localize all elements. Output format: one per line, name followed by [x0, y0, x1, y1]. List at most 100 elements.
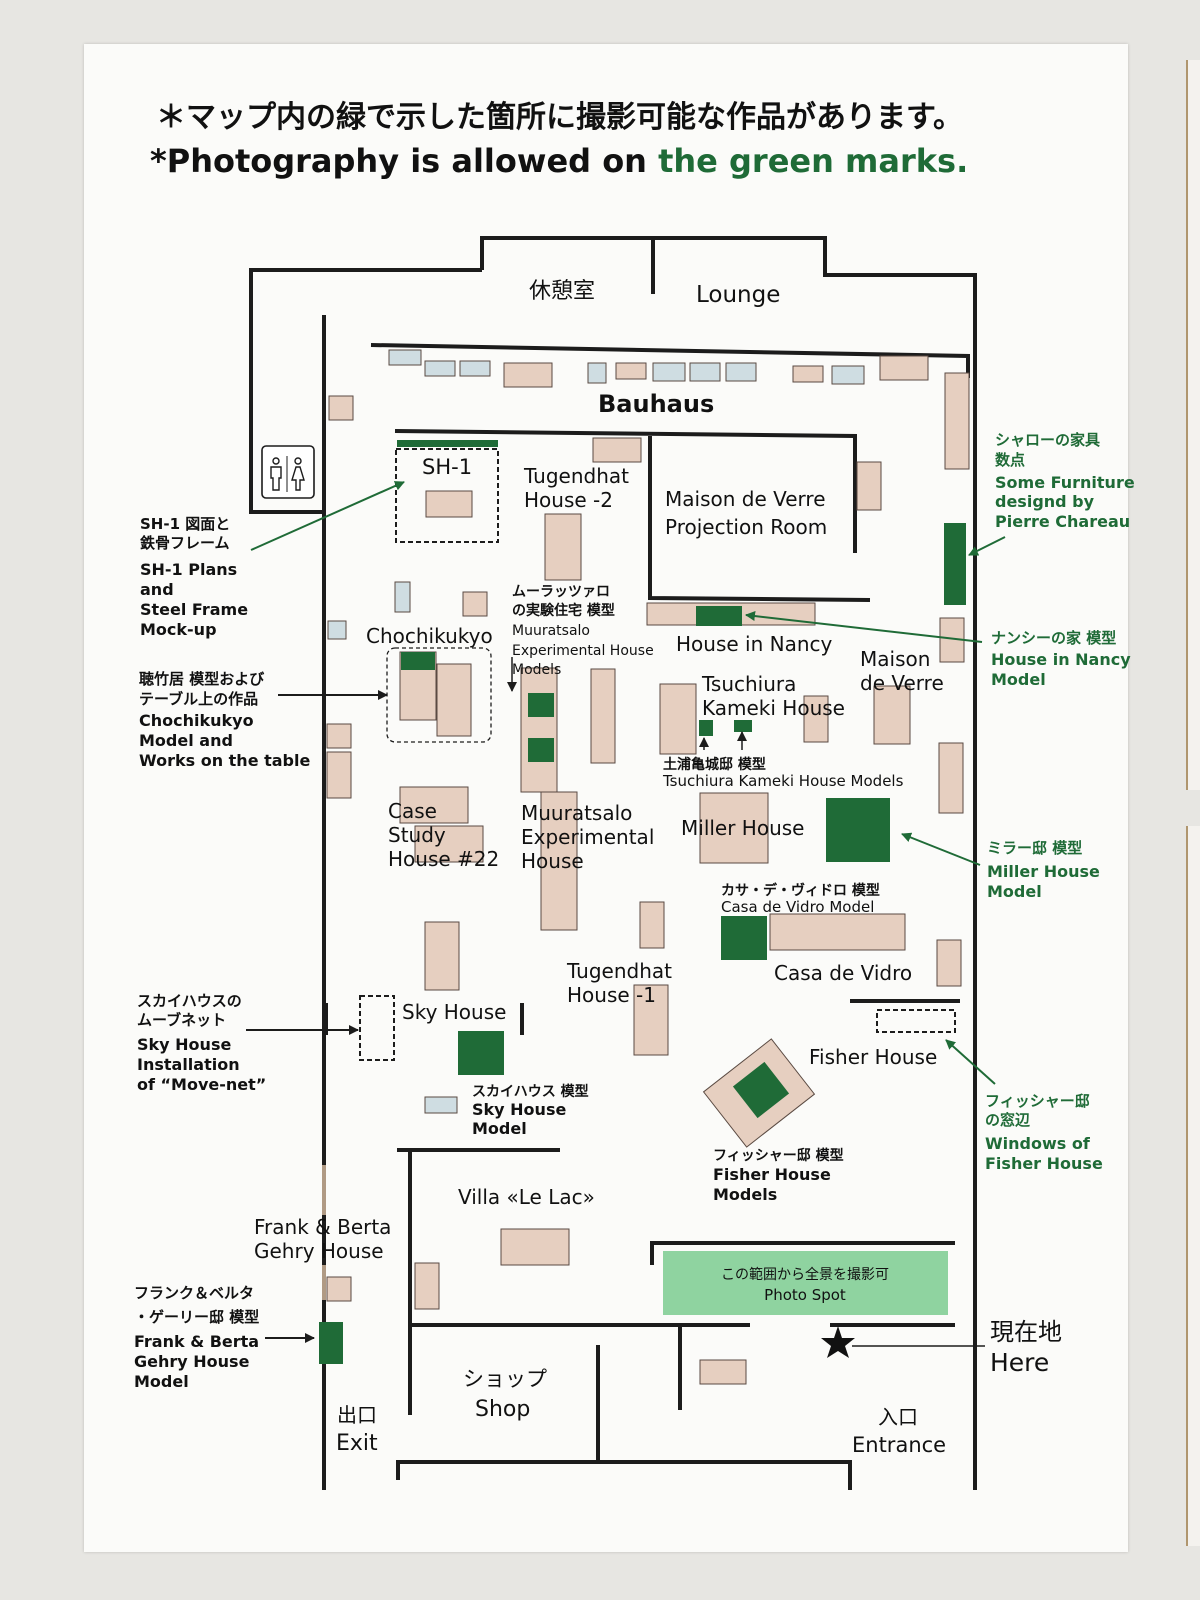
exit-label-jp: 出口	[337, 1403, 377, 1427]
bauhaus-label: Bauhaus	[598, 390, 714, 418]
entrance-label-en: Entrance	[852, 1433, 946, 1457]
fisher-models-en-2: Models	[713, 1185, 777, 1204]
case-study-label-2: Study	[388, 823, 446, 847]
fisher-windows-jp-2: の窓辺	[985, 1111, 1031, 1129]
muuratsalo-model-jp-2: の実験住宅 模型	[512, 602, 615, 619]
photo-spot-area	[663, 1251, 948, 1315]
muuratsalo-model-jp-1: ムーラッツァロ	[512, 584, 610, 600]
sky-movenet-en-2: Installation	[137, 1055, 240, 1074]
miller-model-en-1: Miller House	[987, 862, 1100, 881]
dashed-zones	[359, 448, 956, 1061]
nancy-model-jp: ナンシーの家 模型	[991, 629, 1116, 647]
muuratsalo-model-en-3: Models	[512, 662, 561, 678]
photo-spot-en: Photo Spot	[764, 1286, 846, 1304]
gehry-model-en-2: Gehry House	[134, 1352, 250, 1371]
adjacent-poster-edge	[1186, 60, 1200, 790]
chareau-jp-2: 数点	[995, 451, 1025, 469]
gehry-model-jp-1: フランク＆ベルタ	[134, 1284, 254, 1302]
sky-movenet-en-1: Sky House	[137, 1035, 231, 1054]
tugendhat2-label-2: House -2	[524, 488, 613, 512]
case-study-label-1: Case	[388, 799, 437, 823]
gehry-model-jp-2: ・ゲーリー邸 模型	[134, 1308, 259, 1326]
miller-house-label: Miller House	[681, 816, 805, 840]
tsuchiura-label-2: Kameki House	[702, 696, 845, 720]
header-english-prefix: *Photography is allowed on	[150, 142, 659, 180]
sky-model-en-2: Model	[472, 1119, 527, 1138]
here-label-en: Here	[990, 1348, 1049, 1377]
muuratsalo-label-1: Muuratsalo	[521, 801, 632, 825]
sh1-plans-en-4: Mock-up	[140, 620, 217, 639]
sky-model-en-1: Sky House	[472, 1100, 566, 1119]
gehry-house-label-1: Frank & Berta	[254, 1215, 391, 1239]
star-icon	[821, 1326, 855, 1358]
muuratsalo-label-2: Experimental	[521, 825, 654, 849]
here-label-jp: 現在地	[990, 1318, 1062, 1346]
muuratsalo-model-en-2: Experimental House	[512, 643, 654, 659]
fisher-windows-jp-1: フィッシャー邸	[985, 1092, 1090, 1110]
muuratsalo-model-en-1: Muuratsalo	[512, 623, 590, 639]
case-study-label-3: House #22	[388, 847, 499, 871]
chareau-en-1: Some Furniture	[995, 473, 1135, 492]
shop-label-jp: ショップ	[463, 1367, 547, 1391]
walls	[249, 236, 977, 1490]
casa-vidro-model-en: Casa de Vidro Model	[721, 898, 874, 916]
lounge-label: Lounge	[696, 282, 780, 308]
maison-verre-label-2: de Verre	[860, 671, 944, 695]
tsuchiura-models-en: Tsuchiura Kameki House Models	[662, 772, 904, 790]
chochikukyo-model-jp-2: テーブル上の作品	[139, 690, 258, 708]
tugendhat2-label-1: Tugendhat	[523, 464, 629, 488]
sky-model-jp: スカイハウス 模型	[472, 1083, 589, 1100]
tsuchiura-models-jp: 土浦亀城邸 模型	[663, 756, 766, 773]
fisher-windows-en-1: Windows of	[985, 1134, 1091, 1153]
sh1-plans-jp-2: 鉄骨フレーム	[140, 534, 230, 552]
chochikukyo-model-en-3: Works on the table	[139, 751, 310, 770]
maison-projection-label-1: Maison de Verre	[665, 487, 826, 511]
exit-label-en: Exit	[336, 1431, 378, 1456]
chochikukyo-model-jp-1: 聴竹居 模型および	[139, 670, 264, 688]
sh1-label: SH-1	[422, 455, 472, 479]
chareau-en-2: designd by	[995, 492, 1095, 511]
nancy-model-en-1: House in Nancy	[991, 650, 1131, 669]
room-names: 休憩室 Lounge Bauhaus SH-1 Tugendhat House …	[254, 279, 1062, 1457]
shop-label-en: Shop	[475, 1397, 530, 1422]
chochikukyo-label: Chochikukyo	[366, 624, 493, 648]
pointer-arrows	[246, 481, 1006, 1347]
chochikukyo-model-en-2: Model and	[139, 731, 233, 750]
gehry-model-en-3: Model	[134, 1372, 189, 1391]
muuratsalo-label-3: House	[521, 849, 584, 873]
gehry-house-label-2: Gehry House	[254, 1239, 384, 1263]
villa-lac-label: Villa «Le Lac»	[458, 1185, 595, 1209]
header-english: *Photography is allowed on the green mar…	[150, 142, 968, 180]
fisher-models-en-1: Fisher House	[713, 1165, 831, 1184]
photo-spot-jp: この範囲から全景を撮影可	[721, 1266, 889, 1283]
gehry-model-en-1: Frank & Berta	[134, 1332, 259, 1351]
header-japanese: ＊マップ内の緑で示した箇所に撮影可能な作品があります。	[156, 100, 963, 135]
fisher-house-label: Fisher House	[809, 1045, 937, 1069]
rest-room-label: 休憩室	[529, 279, 595, 304]
tugendhat1-label-2: House -1	[567, 983, 656, 1007]
maison-verre-label-1: Maison	[860, 647, 930, 671]
header-english-green: the green marks.	[658, 142, 969, 180]
sh1-plans-jp-1: SH-1 図面と	[140, 515, 230, 533]
sh1-plans-en-1: SH-1 Plans	[140, 560, 237, 579]
callouts-black: SH-1 図面と 鉄骨フレーム SH-1 Plans and Steel Fra…	[134, 515, 904, 1391]
miller-model-jp: ミラー邸 模型	[987, 839, 1082, 857]
fisher-windows-en-2: Fisher House	[985, 1154, 1103, 1173]
chareau-jp-1: シャローの家具	[995, 431, 1100, 449]
restroom-icon	[261, 445, 315, 499]
sky-house-label: Sky House	[402, 1000, 506, 1024]
casa-vidro-model-jp: カサ・デ・ヴィドロ 模型	[721, 882, 880, 899]
photo-allowed-marks	[319, 440, 966, 1364]
fisher-models-jp: フィッシャー邸 模型	[713, 1147, 844, 1164]
sh1-plans-en-2: and	[140, 580, 174, 599]
entrance-label-jp: 入口	[878, 1405, 918, 1429]
casa-vidro-label: Casa de Vidro	[774, 961, 912, 985]
house-nancy-label: House in Nancy	[676, 632, 833, 656]
tugendhat1-label-1: Tugendhat	[566, 959, 672, 983]
miller-model-en-2: Model	[987, 882, 1042, 901]
tsuchiura-label-1: Tsuchiura	[701, 672, 796, 696]
sh1-plans-en-3: Steel Frame	[140, 600, 248, 619]
sky-movenet-en-3: of “Move-net”	[137, 1075, 266, 1094]
maison-projection-label-2: Projection Room	[665, 515, 827, 539]
